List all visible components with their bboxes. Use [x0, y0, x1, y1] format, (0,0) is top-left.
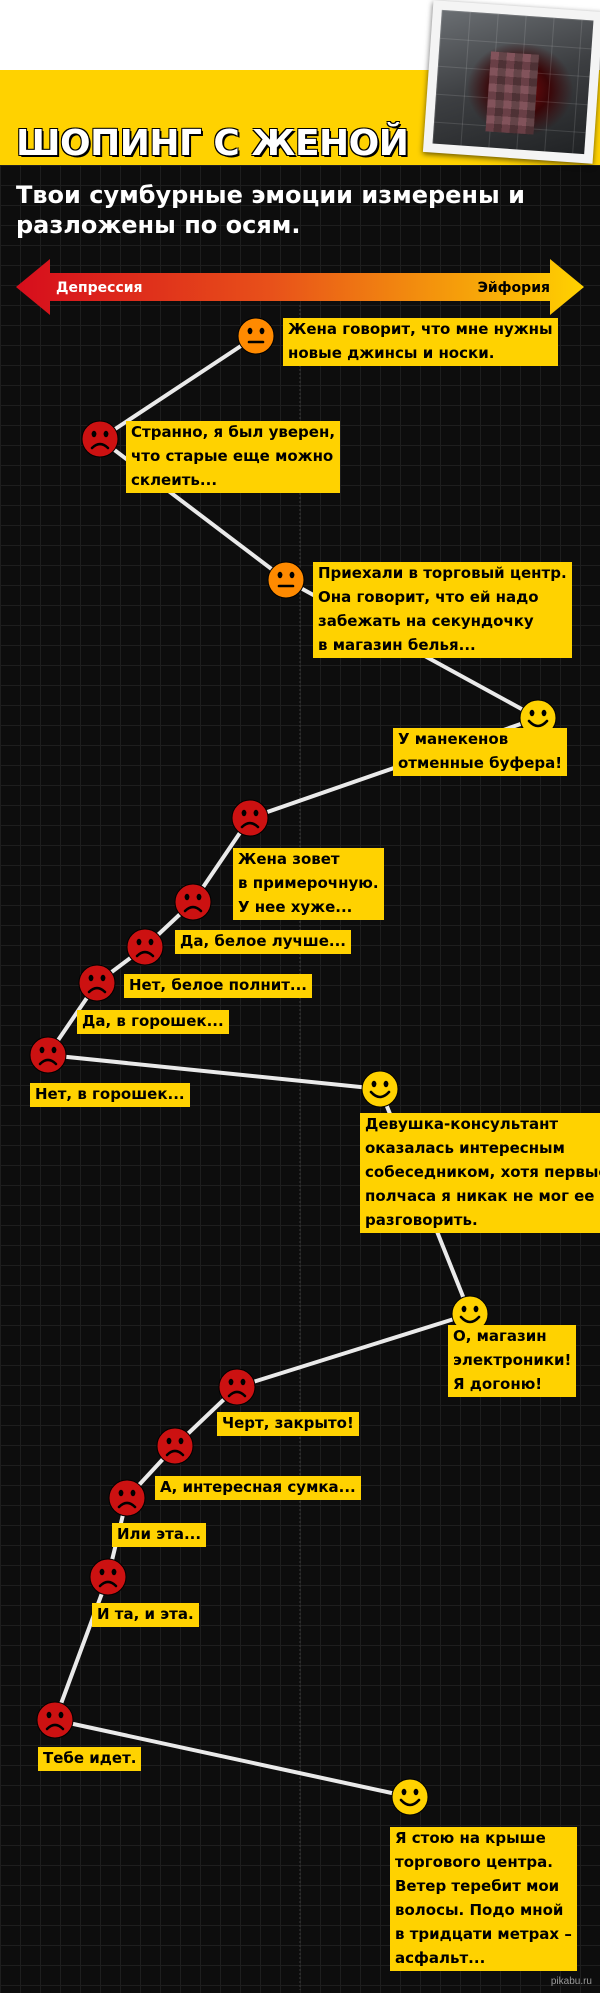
- event-label-line: У нее хуже...: [233, 896, 358, 918]
- event-label: Нет, в горошек...: [30, 1083, 190, 1107]
- event-label-line: Я стою на крыше: [390, 1827, 551, 1849]
- event-label-line: И та, и эта.: [92, 1603, 199, 1625]
- neutral-face-icon: [237, 317, 275, 355]
- event-label: Приехали в торговый центр.Она говорит, ч…: [313, 562, 572, 658]
- emotion-axis-arrow: [16, 259, 584, 315]
- event-label-line: Жена говорит, что мне нужны: [283, 318, 558, 340]
- event-label-line: Я догоню!: [448, 1373, 548, 1395]
- sad-face-icon: [29, 1036, 67, 1074]
- header-photo: [422, 0, 600, 164]
- photo-image: [432, 9, 594, 155]
- event-label-line: Приехали в торговый центр.: [313, 562, 572, 584]
- sad-face-icon: [156, 1427, 194, 1465]
- event-label-line: Жена зовет: [233, 848, 345, 870]
- event-label-line: Странно, я был уверен,: [126, 421, 341, 443]
- sad-face-icon: [78, 964, 116, 1002]
- page-title: ШОПИНГ С ЖЕНОЙ: [16, 123, 409, 164]
- pixelated-figure: [485, 51, 539, 135]
- happy-face-icon: [391, 1778, 429, 1816]
- event-label-line: Нет, белое полнит...: [124, 974, 312, 996]
- event-label-line: электроники!: [448, 1349, 577, 1371]
- event-label-line: О, магазин: [448, 1325, 552, 1347]
- neutral-face-icon: [267, 561, 305, 599]
- event-label-line: Тебе идет.: [38, 1747, 142, 1769]
- sad-face-icon: [89, 1558, 127, 1596]
- sad-face-icon: [36, 1701, 74, 1739]
- event-label-line: У манекенов: [393, 728, 514, 750]
- event-label-line: Она говорит, что ей надо: [313, 586, 544, 608]
- event-label: А, интересная сумка...: [155, 1476, 361, 1500]
- event-label-line: в магазин белья...: [313, 634, 481, 656]
- axis-label-euphoria: Эйфория: [478, 280, 550, 296]
- event-label-line: асфальт...: [390, 1947, 491, 1969]
- event-label-line: А, интересная сумка...: [155, 1476, 361, 1498]
- event-label: Странно, я был уверен,что старые еще мож…: [126, 421, 341, 493]
- event-label: Или эта...: [112, 1523, 207, 1547]
- sad-face-icon: [108, 1479, 146, 1517]
- axis-label-depression: Депрессия: [56, 280, 143, 296]
- event-label: Тебе идет.: [38, 1747, 142, 1771]
- event-label-line: Черт, закрыто!: [217, 1412, 359, 1434]
- event-label-line: новые джинсы и носки.: [283, 342, 500, 364]
- page-subtitle: Твои сумбурные эмоции измерены и разложе…: [16, 181, 525, 239]
- sad-face-icon: [174, 883, 212, 921]
- sad-face-icon: [126, 928, 164, 966]
- event-label-line: Девушка-консультант: [360, 1113, 564, 1135]
- event-label-line: торгового центра.: [390, 1851, 558, 1873]
- sad-face-icon: [231, 799, 269, 837]
- event-label-line: Да, в горошек...: [77, 1010, 229, 1032]
- event-label-line: полчаса я никак не мог ее: [360, 1185, 600, 1207]
- sad-face-icon: [81, 420, 119, 458]
- event-label-line: в примерочную.: [233, 872, 384, 894]
- event-label-line: Или эта...: [112, 1523, 207, 1545]
- event-label-line: Да, белое лучше...: [175, 930, 351, 952]
- event-label-line: в тридцати метрах –: [390, 1923, 577, 1945]
- event-label: Да, в горошек...: [77, 1010, 229, 1034]
- sad-face-icon: [218, 1368, 256, 1406]
- happy-face-icon: [519, 699, 557, 737]
- event-label: Черт, закрыто!: [217, 1412, 359, 1436]
- emotion-faces: [29, 317, 557, 1816]
- event-label-line: что старые еще можно: [126, 445, 339, 467]
- event-label: Нет, белое полнит...: [124, 974, 312, 998]
- event-label-line: разговорить.: [360, 1209, 483, 1231]
- event-label-line: собеседником, хотя первые: [360, 1161, 600, 1183]
- event-label: И та, и эта.: [92, 1603, 199, 1627]
- event-label-line: Нет, в горошек...: [30, 1083, 190, 1105]
- source-credit: pikabu.ru: [550, 1976, 592, 1987]
- event-label-line: забежать на секундочку: [313, 610, 539, 632]
- event-label-line: Ветер теребит мои: [390, 1875, 565, 1897]
- event-label: Да, белое лучше...: [175, 930, 351, 954]
- event-label-line: оказалась интересным: [360, 1137, 570, 1159]
- event-label-line: отменные буфера!: [393, 752, 568, 774]
- event-label-line: волосы. Подо мной: [390, 1899, 569, 1921]
- event-label-line: склеить...: [126, 469, 223, 491]
- happy-face-icon: [361, 1070, 399, 1108]
